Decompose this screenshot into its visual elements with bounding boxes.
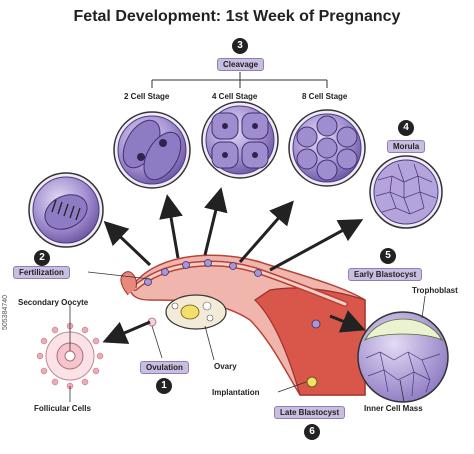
blastocyst — [357, 311, 449, 403]
cleavage-bracket — [151, 72, 328, 88]
eight-cell-stage-label: 8 Cell Stage — [302, 92, 348, 101]
fertilization-label: Fertilization — [13, 266, 70, 279]
arrows — [102, 187, 366, 344]
fertilized-egg — [28, 172, 104, 248]
follicular-cells-label: Follicular Cells — [34, 404, 91, 413]
cleavage-label: Cleavage — [217, 58, 265, 71]
ovary-label: Ovary — [214, 362, 237, 371]
stage-2-number: 2 — [34, 250, 50, 266]
four-cell-embryo — [201, 101, 279, 179]
stage-4-number: 4 — [398, 120, 414, 136]
ovulation-label: Ovulation — [140, 361, 189, 374]
pointer-lines — [69, 271, 426, 403]
watermark-id: 505384740 — [2, 294, 9, 330]
two-cell-stage-label: 2 Cell Stage — [124, 92, 170, 101]
stage-1-number: 1 — [156, 378, 172, 394]
eight-cell-embryo — [288, 109, 366, 187]
morula-label: Morula — [387, 140, 426, 153]
stage-5-number: 5 — [380, 248, 396, 264]
inner-cell-mass-label: Inner Cell Mass — [364, 404, 423, 413]
stage-3-number: 3 — [232, 38, 248, 54]
four-cell-stage-label: 4 Cell Stage — [212, 92, 258, 101]
uterus — [120, 254, 366, 396]
page-title: Fetal Development: 1st Week of Pregnancy — [73, 8, 401, 25]
trophoblast-label: Trophoblast — [412, 286, 458, 295]
stage-6-number: 6 — [304, 424, 320, 440]
morula — [369, 155, 443, 229]
implantation-label: Implantation — [212, 388, 260, 397]
two-cell-embryo — [113, 111, 191, 189]
secondary-oocyte-label: Secondary Oocyte — [18, 298, 89, 307]
ovary — [147, 294, 227, 330]
late-blastocyst-label: Late Blastocyst — [274, 406, 346, 419]
early-blastocyst-label: Early Blastocyst — [348, 268, 423, 281]
